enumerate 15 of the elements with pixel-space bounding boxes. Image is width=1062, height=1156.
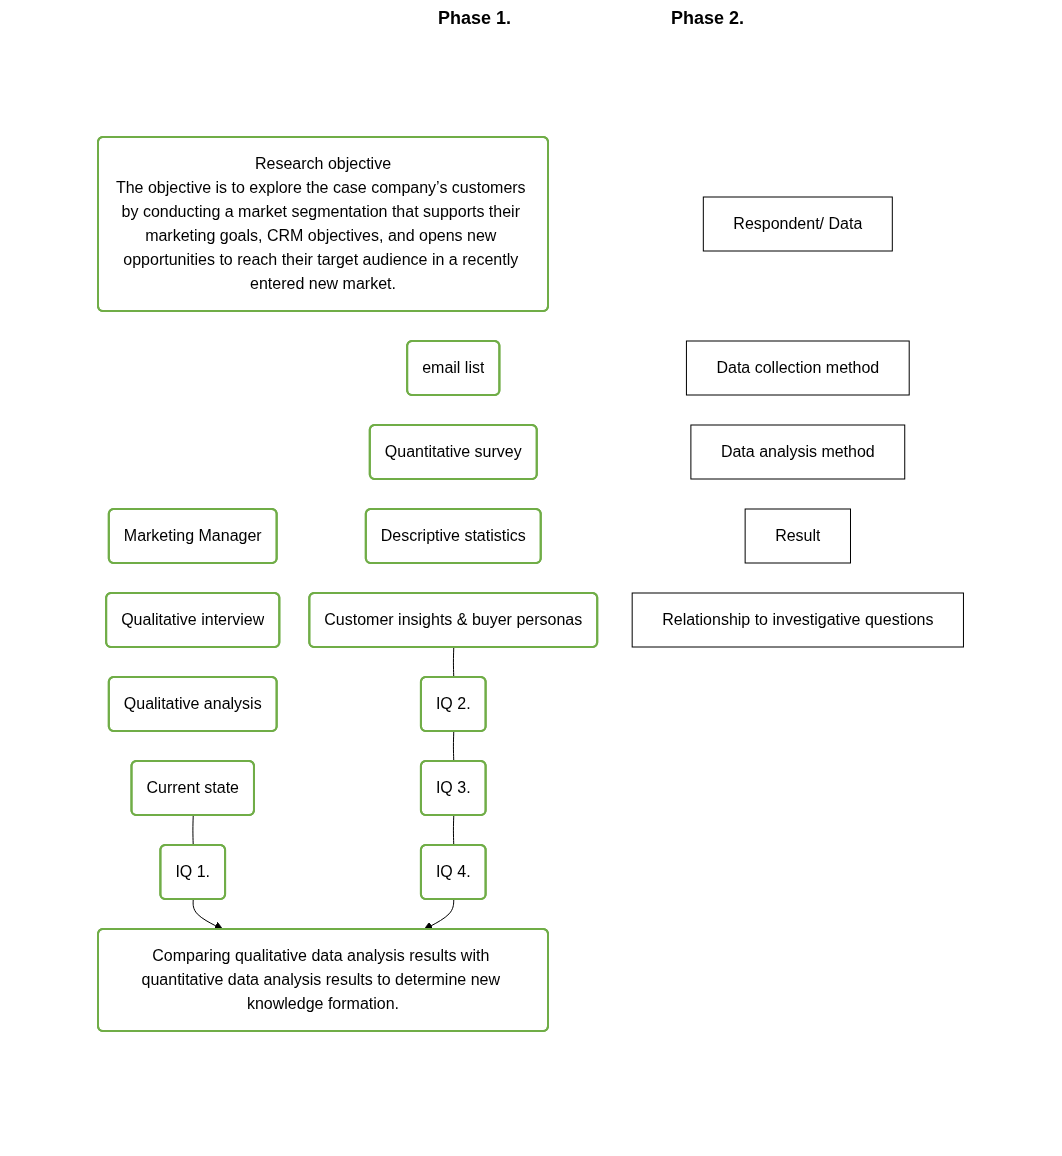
connector xyxy=(453,731,455,762)
node-box: Data collection method xyxy=(686,340,910,396)
arrow xyxy=(192,899,224,930)
node-box: Respondent/ Data xyxy=(703,196,894,252)
node-box: Relationship to investigative questions xyxy=(631,592,965,648)
connector xyxy=(192,815,194,846)
node-box: Data analysis method xyxy=(690,424,906,480)
column-heading: Phase 1. xyxy=(437,8,511,29)
connector xyxy=(453,647,455,678)
column-heading: Phase 2. xyxy=(671,8,745,29)
arrow xyxy=(424,899,455,930)
node-text: Comparing qualitative data analysis results with quantitative data analysis results to determine new knowledge formation. xyxy=(141,947,501,1012)
node-box: Result xyxy=(744,508,852,564)
connector xyxy=(453,815,455,846)
node-text: Research objective The objective is to explore the case company’s customers by conducting a market segmentation that supports their marketing goals, CRM objectives, and opens new opportunities to reach their target audience in a recently entered new market. xyxy=(116,155,526,292)
